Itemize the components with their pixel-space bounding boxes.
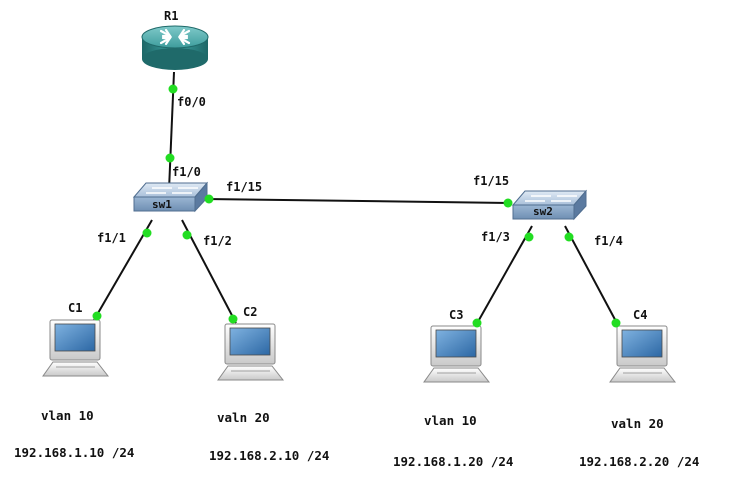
host-ip-c4: 192.168.2.20 /24 xyxy=(579,454,699,469)
pc-c3[interactable] xyxy=(423,325,491,383)
port-label-sw1-f1-1: f1/1 xyxy=(97,231,126,245)
link-sw2-c3 xyxy=(474,225,533,328)
port-dots xyxy=(92,84,621,328)
port-label-sw2-f1-15: f1/15 xyxy=(473,174,509,188)
host-ip-c3: 192.168.1.20 /24 xyxy=(393,454,513,469)
port-dot-r1-f0-0 xyxy=(168,84,178,94)
switch-label-sw2: sw2 xyxy=(533,205,553,218)
link-sw1-c2 xyxy=(181,219,237,324)
port-dot-c2 xyxy=(228,314,238,324)
host-label-c1: C1 xyxy=(68,301,82,315)
host-ip-c2: 192.168.2.10 /24 xyxy=(209,448,329,463)
switch-arrows-icon xyxy=(525,195,577,202)
host-vlan-c3: vlan 10 xyxy=(424,413,477,428)
port-dot-sw2-f1-3 xyxy=(524,232,534,242)
pc-c4[interactable] xyxy=(609,325,677,383)
pc-c1[interactable] xyxy=(42,319,110,377)
port-label-sw1-f1-0: f1/0 xyxy=(172,165,201,179)
port-dot-c1 xyxy=(92,311,102,321)
host-vlan-c1: vlan 10 xyxy=(41,408,94,423)
port-label-sw2-f1-3: f1/3 xyxy=(481,230,510,244)
switch-arrows-icon xyxy=(146,187,198,194)
router-r1[interactable] xyxy=(141,25,209,70)
router-arrows-icon xyxy=(159,28,191,46)
host-vlan-c4: valn 20 xyxy=(611,416,664,431)
host-label-c3: C3 xyxy=(449,308,463,322)
port-label-sw1-f1-2: f1/2 xyxy=(203,234,232,248)
host-vlan-c2: valn 20 xyxy=(217,410,270,425)
port-dot-c4 xyxy=(611,318,621,328)
switch-label-sw1: sw1 xyxy=(152,198,172,211)
pc-c2[interactable] xyxy=(217,323,285,381)
host-ip-c1: 192.168.1.10 /24 xyxy=(14,445,134,460)
port-label-sw2-f1-4: f1/4 xyxy=(594,234,623,248)
port-dot-sw2-f1-4 xyxy=(564,232,574,242)
switch-sw2[interactable] xyxy=(511,189,588,221)
port-label-r1-f0-0: f0/0 xyxy=(177,95,206,109)
link-sw1-sw2-trunk xyxy=(204,198,513,204)
port-dot-sw1-f1-0 xyxy=(165,153,175,163)
switch-sw1[interactable] xyxy=(132,181,209,213)
link-sw2-c4 xyxy=(564,225,620,328)
port-label-sw1-f1-15: f1/15 xyxy=(226,180,262,194)
port-dot-sw2-f1-15 xyxy=(503,198,513,208)
port-dot-sw1-f1-2 xyxy=(182,230,192,240)
host-label-c2: C2 xyxy=(243,305,257,319)
port-dot-sw1-f1-15 xyxy=(204,194,214,204)
link-sw1-c1 xyxy=(93,219,153,321)
host-label-c4: C4 xyxy=(633,308,647,322)
router-label: R1 xyxy=(164,9,178,23)
port-dot-sw1-f1-1 xyxy=(142,228,152,238)
port-dot-c3 xyxy=(472,318,482,328)
links xyxy=(93,71,620,328)
